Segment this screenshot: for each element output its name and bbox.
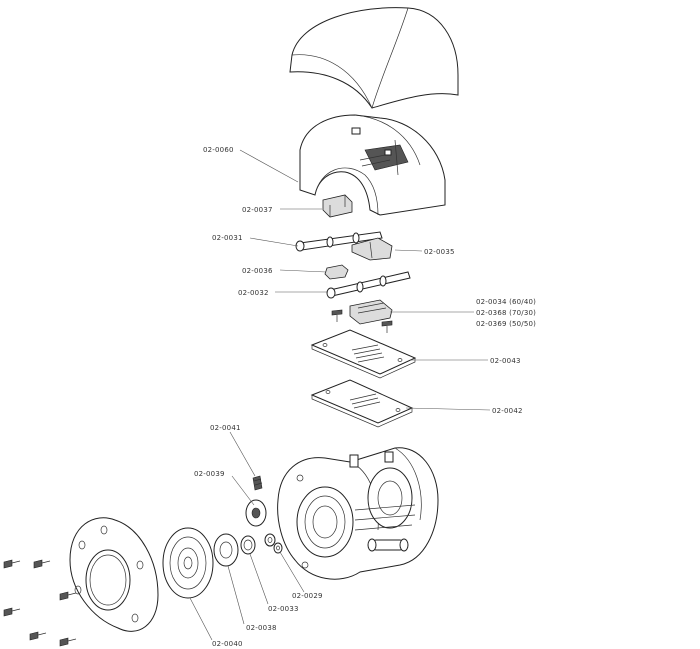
leader-0036 [279, 269, 327, 273]
label-02-0035: 02-0035 [424, 248, 455, 256]
main-pump-body [277, 447, 439, 580]
label-02-0041: 02-0041 [210, 424, 241, 432]
label-02-0043: 02-0043 [490, 357, 521, 365]
label-02-0033: 02-0033 [268, 605, 299, 613]
leader-0060 [239, 149, 299, 183]
part-0043-plate [310, 329, 417, 379]
part-0039-washer [245, 499, 267, 527]
leader-0035 [394, 249, 423, 252]
leader-0039 [231, 475, 255, 506]
screw-right [381, 320, 393, 333]
end-cover-plate [69, 517, 159, 632]
label-02-0042: 02-0042 [492, 407, 523, 415]
label-02-0037: 02-0037 [242, 206, 273, 214]
leader-0041 [229, 431, 256, 477]
bolt-4 [3, 607, 21, 617]
top-cover [289, 7, 459, 109]
bolt-1 [3, 559, 21, 569]
label-02-0039: 02-0039 [194, 470, 225, 478]
part-0038-disc [213, 533, 239, 567]
bolt-2 [33, 559, 51, 569]
label-02-0036: 02-0036 [242, 267, 273, 275]
upper-housing-part [299, 114, 446, 216]
label-02-0368: 02-0368 (70/30) [476, 309, 536, 317]
bolt-3 [59, 591, 77, 601]
bolt-5 [29, 631, 47, 641]
bolt-6 [59, 637, 77, 647]
leader-0033 [249, 553, 269, 605]
part-0037-block [322, 194, 353, 218]
part-0040-diaphragm [162, 527, 214, 599]
leader-0031 [249, 237, 299, 247]
part-0042-plate [310, 379, 414, 428]
screw-left [331, 309, 343, 322]
label-02-0038: 02-0038 [246, 624, 277, 632]
label-02-0040: 02-0040 [212, 640, 243, 648]
leader-0040 [189, 597, 213, 641]
part-labels: 02-0060 02-0037 02-0031 02-0035 02-0036 … [194, 146, 536, 648]
part-0032-shaft [326, 271, 411, 299]
leader-0029 [279, 551, 305, 593]
label-02-0032: 02-0032 [238, 289, 269, 297]
part-0036-small-block [324, 264, 349, 280]
label-02-0029: 02-0029 [292, 592, 323, 600]
part-0034-valve-block [349, 299, 393, 325]
part-0041-pin [252, 475, 263, 491]
label-02-0060: 02-0060 [203, 146, 234, 154]
part-0029-ring [264, 533, 283, 554]
leader-0038 [227, 565, 245, 625]
part-0035-lever [351, 237, 393, 261]
leader-lines [189, 149, 491, 641]
leader-0042 [405, 407, 491, 411]
part-0033-ring [240, 535, 256, 555]
label-02-0369: 02-0369 (50/50) [476, 320, 536, 328]
label-02-0031: 02-0031 [212, 234, 243, 242]
part-0031-shaft [295, 231, 383, 252]
label-02-0034: 02-0034 (60/40) [476, 298, 536, 306]
